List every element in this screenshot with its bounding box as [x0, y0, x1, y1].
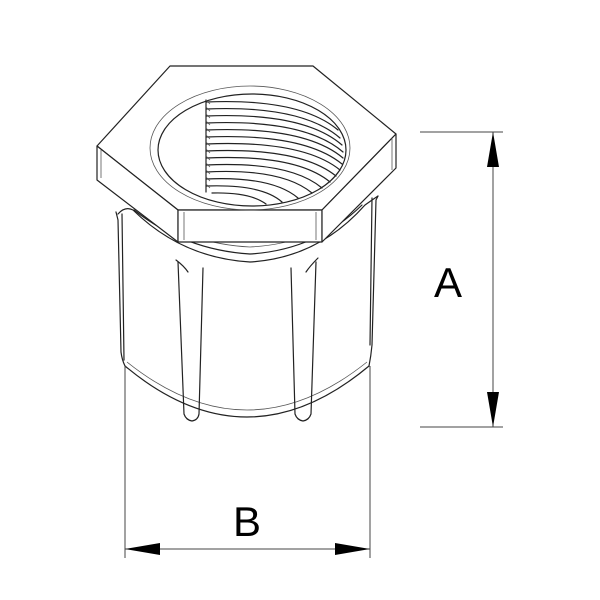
dimension-a: [420, 131, 503, 428]
thread-lines: [205, 99, 344, 205]
ribs: [177, 261, 317, 422]
dimension-b: [124, 366, 371, 558]
threaded-hole: [149, 85, 351, 211]
cylinder-body: [115, 195, 379, 418]
arrow-right-icon: [335, 543, 370, 555]
dimension-label-a: A: [434, 259, 463, 306]
arrow-up-icon: [487, 132, 499, 167]
hex-nut: [96, 65, 397, 243]
arrow-left-icon: [125, 543, 160, 555]
arrow-down-icon: [487, 392, 499, 427]
dimension-label-b: B: [233, 498, 262, 545]
